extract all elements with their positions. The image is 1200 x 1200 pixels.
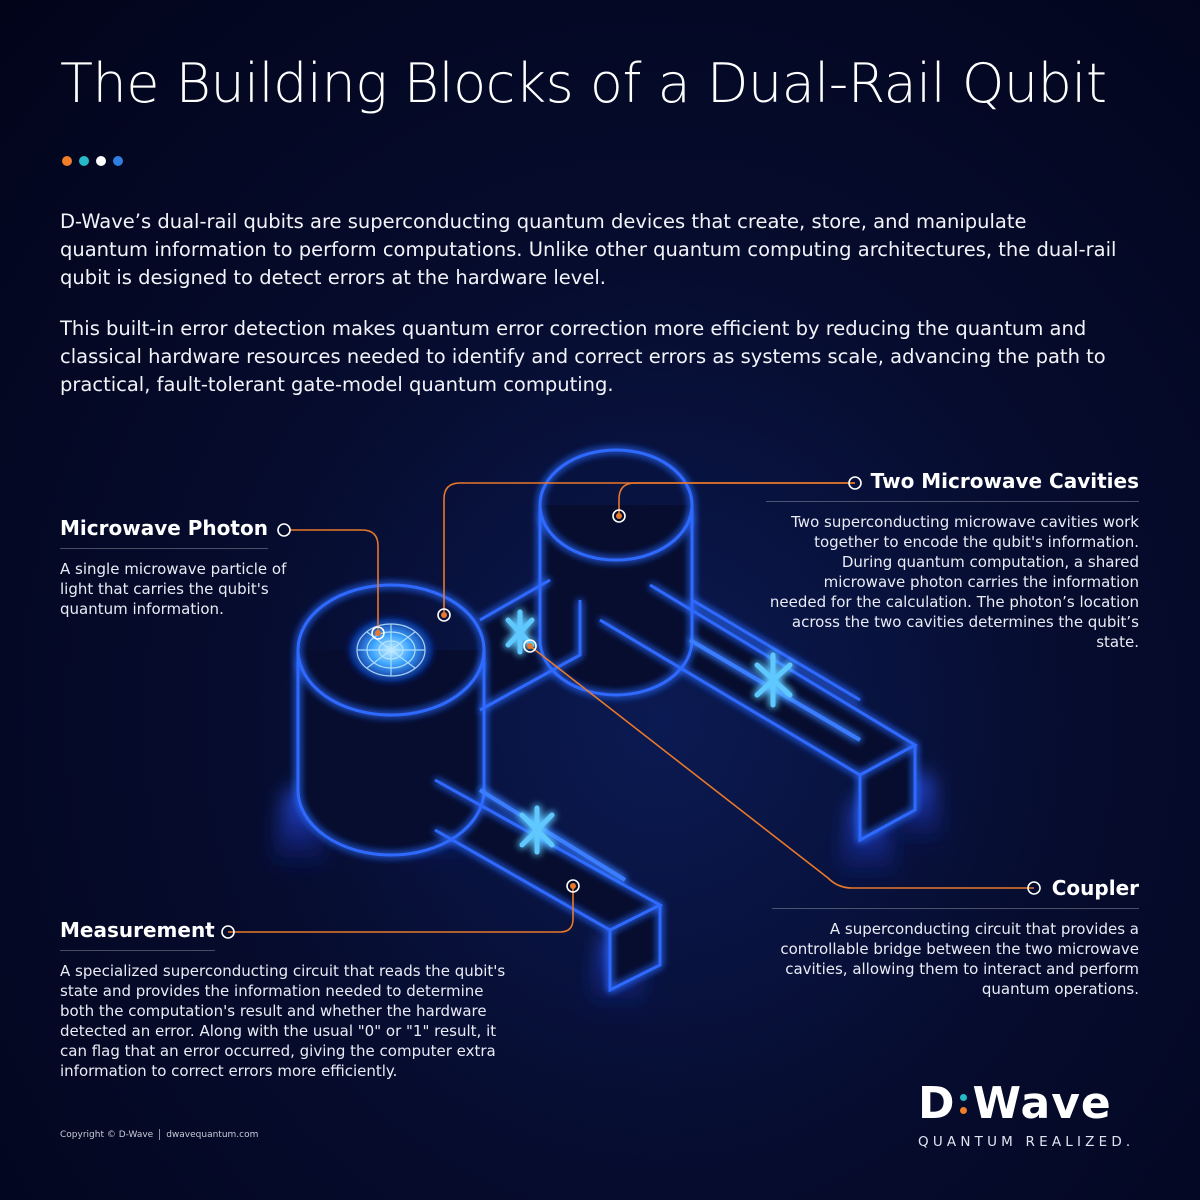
callout-text: A single microwave particle of light tha… (60, 560, 287, 618)
leader-endpoints (221, 476, 1041, 939)
logo-colon-dot (959, 1094, 967, 1101)
callout-title: Measurement (60, 918, 215, 951)
accent-dot (113, 156, 123, 166)
page-title: The Building Blocks of a Dual-Rail Qubit (60, 52, 1107, 115)
accent-dot (79, 156, 89, 166)
footer: Copyright © D-Wave dwavequantum.com (60, 1129, 258, 1140)
callout-text: Two superconducting microwave cavities w… (769, 513, 1139, 651)
logo-tagline: QUANTUM REALIZED. (918, 1134, 1135, 1150)
callout-coupler: Coupler A superconducting circuit that p… (772, 876, 1139, 999)
structure-outline (296, 448, 919, 993)
dwave-logo: D Wave QUANTUM REALIZED. (918, 1082, 1140, 1151)
logo-colon-dot (959, 1107, 967, 1114)
leader-lines (228, 482, 1034, 933)
accent-dot (62, 156, 72, 166)
logo-letter-d: D (918, 1078, 956, 1129)
callout-microwave-photon: Microwave Photon A single microwave part… (60, 516, 300, 619)
callout-title: Coupler (772, 876, 1139, 909)
logo-colon (959, 1094, 967, 1114)
measurement-junction (519, 805, 555, 855)
intro-paragraph-2: This built-in error detection makes quan… (60, 317, 1106, 396)
cavity-junction (754, 652, 793, 708)
footer-divider (159, 1129, 161, 1140)
logo-wordmark: D Wave (918, 1082, 1140, 1126)
callout-two-microwave-cavities: Two Microwave Cavities Two superconducti… (766, 469, 1139, 652)
accent-dot (96, 156, 106, 166)
intro-paragraph-1: D-Wave’s dual-rail qubits are supercondu… (60, 210, 1117, 289)
microwave-photon (349, 618, 433, 682)
callout-measurement: Measurement A specialized superconductin… (60, 918, 508, 1081)
footer-site-link[interactable]: dwavequantum.com (166, 1129, 259, 1140)
leader-endpoint-dots (375, 513, 622, 889)
qubit-diagram (221, 448, 1041, 1010)
copyright-text: Copyright © D-Wave (60, 1129, 154, 1140)
callout-title: Two Microwave Cavities (766, 469, 1139, 502)
callout-text: A superconducting circuit that provides … (780, 920, 1139, 998)
callout-title: Microwave Photon (60, 516, 268, 549)
callout-text: A specialized superconducting circuit th… (60, 962, 506, 1080)
accent-dots (62, 156, 123, 166)
logo-word-wave: Wave (972, 1078, 1112, 1129)
